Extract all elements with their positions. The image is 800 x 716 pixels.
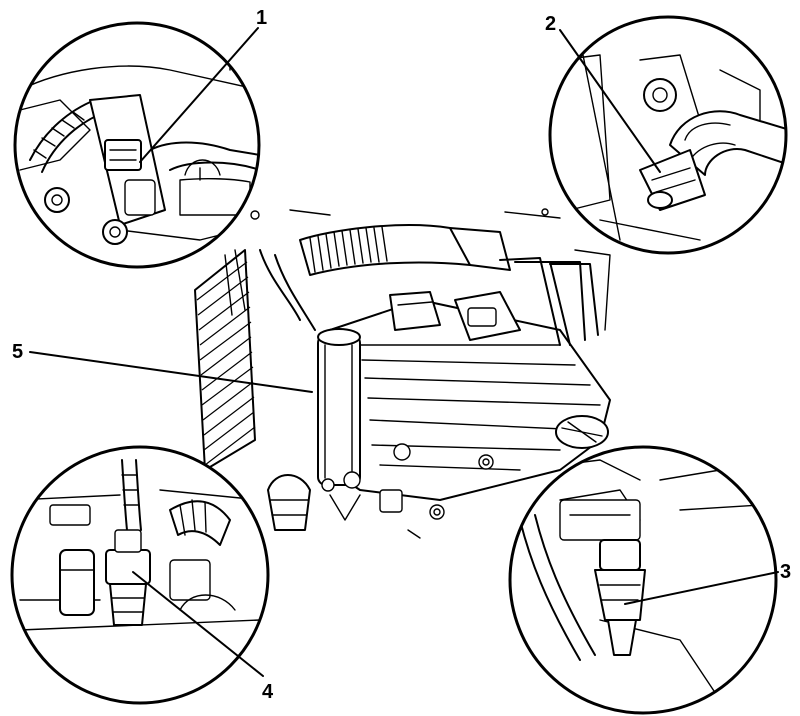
detail-circle-4	[10, 445, 270, 705]
detail-view-2	[548, 15, 788, 255]
detail-view-4	[10, 445, 270, 705]
callout-5: 5	[12, 341, 23, 363]
ignition-coil	[317, 328, 361, 492]
sensor-1	[89, 94, 166, 226]
oil-filler-cap	[555, 415, 609, 449]
sensor-3	[594, 539, 646, 656]
callout-4: 4	[262, 681, 274, 703]
sensor-4	[105, 529, 151, 626]
detail-circle-1	[13, 21, 261, 269]
leader-lines	[29, 27, 779, 677]
leader-line-3	[624, 571, 779, 605]
detail-circle-3	[508, 445, 778, 715]
detail-circle-2	[548, 15, 788, 255]
engine-assembly	[194, 208, 611, 539]
callout-3: 3	[780, 561, 791, 583]
sensor-2-hose	[669, 110, 786, 176]
radiator-fins	[194, 249, 256, 471]
leader-line-5	[29, 351, 313, 393]
detail-view-3	[508, 445, 778, 715]
leader-line-2	[559, 29, 661, 173]
leader-line-4	[132, 571, 264, 677]
callout-2: 2	[545, 13, 556, 35]
leader-line-1	[139, 27, 259, 163]
air-intake-hose	[299, 224, 511, 276]
callout-1: 1	[256, 7, 267, 29]
detail-view-1	[13, 21, 261, 269]
